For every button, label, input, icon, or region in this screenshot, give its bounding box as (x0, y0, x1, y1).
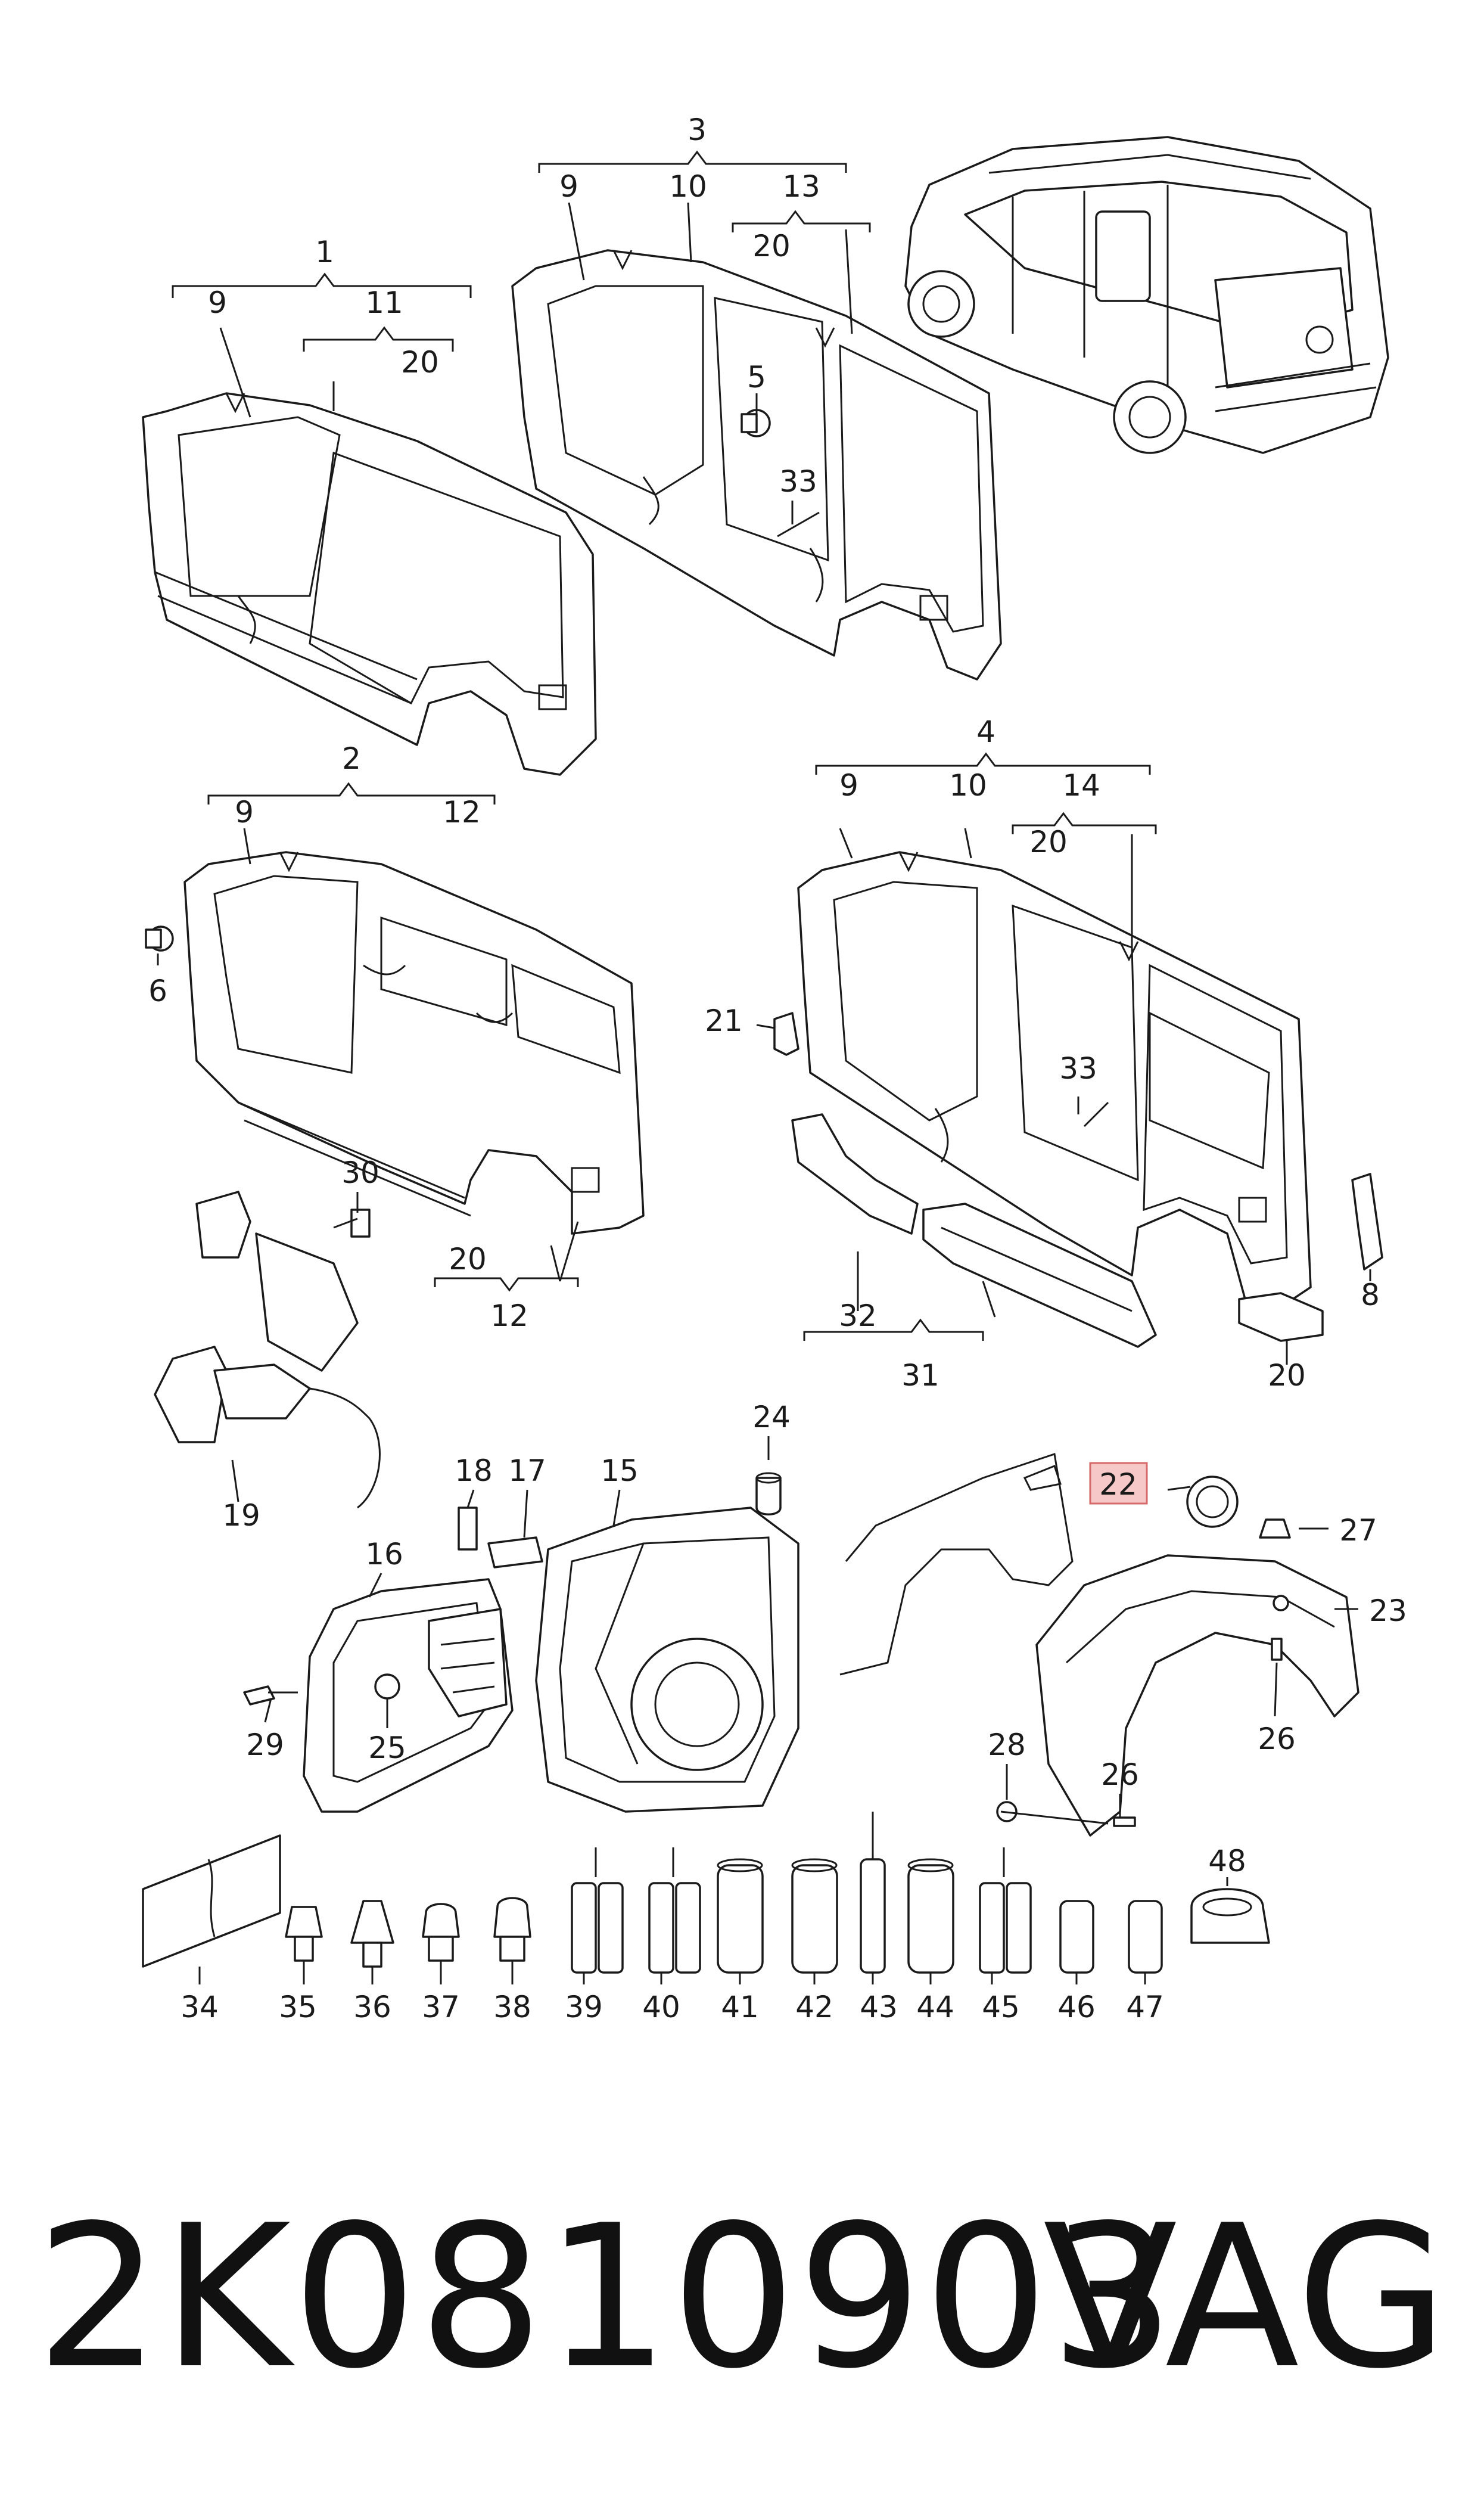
callout-12: 12 (490, 1299, 528, 1333)
callout-6: 6 (148, 974, 167, 1008)
callout-39: 39 (565, 1990, 603, 2024)
callout-9: 9 (208, 285, 227, 320)
callout-24: 24 (752, 1400, 791, 1434)
callout-9: 9 (235, 795, 254, 830)
callout-21: 21 (705, 1004, 743, 1038)
callout-48: 48 (1208, 1844, 1246, 1878)
leader-lines (157, 202, 1371, 1886)
callout-26: 26 (1101, 1757, 1139, 1792)
cap-24 (755, 1472, 782, 1515)
callout-20: 20 (401, 345, 439, 380)
side-panel-1 (142, 392, 597, 776)
callout-9: 9 (839, 768, 858, 803)
callout-47: 47 (1126, 1990, 1164, 2024)
callout-40: 40 (642, 1990, 680, 2024)
brand-label: VAG (1043, 2183, 1448, 2412)
callout-36: 36 (353, 1990, 391, 2024)
callout-2: 2 (342, 741, 361, 776)
callout-25: 25 (368, 1731, 406, 1765)
callout-4: 4 (976, 715, 995, 749)
side-panel-2 (145, 851, 645, 1235)
callout-12: 12 (443, 795, 481, 830)
bottom-row-leaders (198, 1961, 1146, 1984)
callout-11: 11 (365, 285, 403, 320)
fuel-flap-lock-assembly (154, 1191, 381, 1509)
callout-32: 32 (839, 1299, 877, 1333)
callout-20: 20 (752, 229, 791, 263)
callout-29: 29 (246, 1728, 284, 1762)
part-number: 2K0810903 (36, 2183, 1177, 2412)
callout-22: 22 (1099, 1467, 1137, 1502)
callout-37: 37 (422, 1990, 460, 2024)
callout-8: 8 (1361, 1278, 1380, 1312)
callout-43: 43 (860, 1990, 898, 2024)
callout-13: 13 (782, 169, 820, 204)
callout-10: 10 (669, 169, 707, 204)
callout-41: 41 (721, 1990, 759, 2024)
small-parts-row (142, 1812, 1270, 1974)
callout-38: 38 (493, 1990, 531, 2024)
callout-23: 23 (1369, 1594, 1407, 1628)
callout-33: 33 (779, 464, 817, 499)
callout-3: 3 (687, 113, 707, 147)
callout-17: 17 (508, 1453, 546, 1488)
wheel-arch-liner (839, 1453, 1359, 1837)
fuel-filler-flap (243, 1507, 543, 1813)
callout-16: 16 (365, 1537, 403, 1571)
callout-18: 18 (455, 1453, 493, 1488)
fuel-filler-housing (535, 1507, 799, 1813)
callout-19: 19 (222, 1498, 260, 1533)
highlight-box-22 (1089, 1462, 1148, 1505)
callout-33: 33 (1059, 1051, 1097, 1086)
callout-27: 27 (1339, 1513, 1377, 1548)
callout-14: 14 (1062, 768, 1100, 803)
callout-42: 42 (795, 1990, 833, 2024)
vehicle-thumbnail (904, 136, 1389, 454)
callout-labels: 1 9 11 20 3 9 10 13 20 5 33 2 9 12 6 20 … (148, 113, 1407, 2024)
callout-20: 20 (1268, 1358, 1306, 1393)
callout-30: 30 (341, 1156, 379, 1190)
footer: 2K0810903 VAG (0, 2181, 1484, 2431)
callout-9: 9 (559, 169, 578, 204)
callout-5: 5 (747, 360, 766, 395)
callout-10: 10 (949, 768, 987, 803)
callout-26: 26 (1258, 1722, 1296, 1756)
callout-20: 20 (449, 1242, 487, 1276)
callout-34: 34 (181, 1990, 219, 2024)
callout-1: 1 (315, 235, 334, 269)
callout-28: 28 (988, 1728, 1026, 1762)
callout-31: 31 (901, 1358, 939, 1393)
callout-20: 20 (1029, 825, 1068, 859)
callout-46: 46 (1057, 1990, 1096, 2024)
side-panel-4 (773, 851, 1383, 1348)
group-brackets (172, 150, 1157, 1341)
callout-45: 45 (982, 1990, 1020, 2024)
callout-15: 15 (601, 1453, 639, 1488)
grommet-22 (1186, 1476, 1239, 1528)
parts-exploded-diagram: 1 9 11 20 3 9 10 13 20 5 33 2 9 12 6 20 … (142, 113, 1407, 2024)
side-panel-3 (511, 249, 1002, 681)
callout-44: 44 (916, 1990, 954, 2024)
callout-35: 35 (279, 1990, 317, 2024)
